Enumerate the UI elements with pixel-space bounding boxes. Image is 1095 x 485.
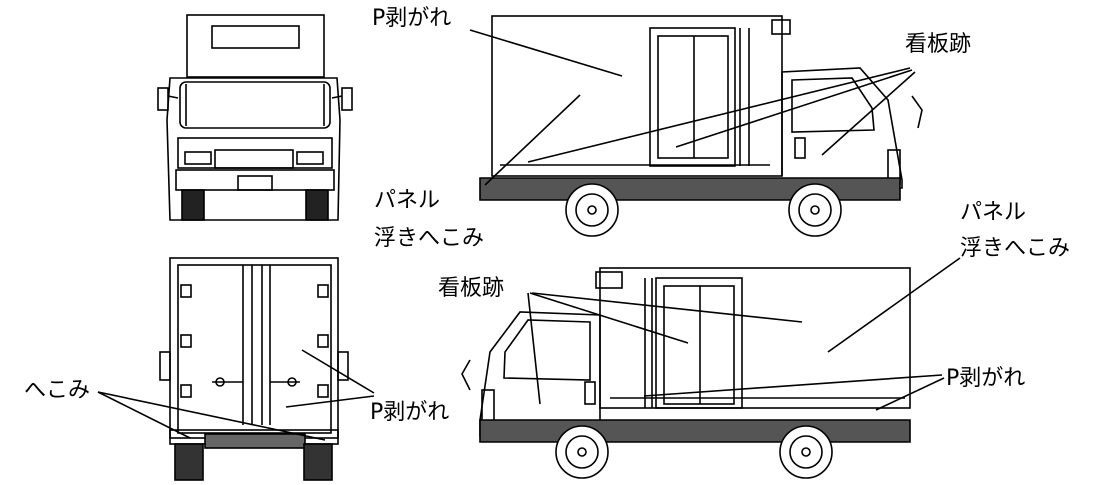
label-panel-dent-left-line2: 浮きへこみ — [374, 226, 485, 251]
leader-p-peel-rear-1 — [301, 349, 375, 394]
leader-dent-rear-2 — [97, 391, 326, 441]
label-p-peel-right: P剥がれ — [946, 366, 1026, 391]
leader-panel-dent-right — [827, 257, 961, 353]
label-dent-rear: へこみ — [24, 378, 91, 403]
label-signboard-top: 看板跡 — [905, 32, 972, 57]
leader-signboard-top-2 — [675, 69, 913, 148]
label-p-peel-top: P剥がれ — [372, 6, 452, 31]
label-p-peel-rear: P剥がれ — [370, 400, 450, 425]
leader-lines — [97, 29, 961, 441]
label-panel-dent-left-line1: パネル — [374, 188, 441, 213]
leader-p-peel-right-2 — [875, 377, 945, 411]
truck-side-view-top — [479, 15, 923, 237]
leader-signboard-top-1 — [527, 67, 911, 163]
leader-p-peel-rear-2 — [285, 395, 375, 408]
truck-front-view — [157, 14, 353, 221]
leader-signboard-bottom-2 — [529, 292, 689, 344]
label-panel-dent-right-line2: 浮きへこみ — [960, 236, 1071, 261]
leader-signboard-bottom-1 — [527, 292, 541, 405]
leader-signboard-top-3 — [821, 71, 916, 156]
leader-dent-rear-1 — [97, 391, 191, 439]
leader-signboard-bottom-3 — [531, 292, 803, 323]
truck-side-view-bottom — [461, 267, 911, 479]
leader-p-peel-right-1 — [643, 374, 943, 397]
truck-rear-view — [159, 257, 349, 481]
leader-p-peel-top — [469, 29, 623, 77]
label-signboard-bottom: 看板跡 — [438, 276, 505, 301]
leader-panel-dent-left — [484, 94, 581, 186]
label-panel-dent-right-line1: パネル — [960, 200, 1027, 225]
